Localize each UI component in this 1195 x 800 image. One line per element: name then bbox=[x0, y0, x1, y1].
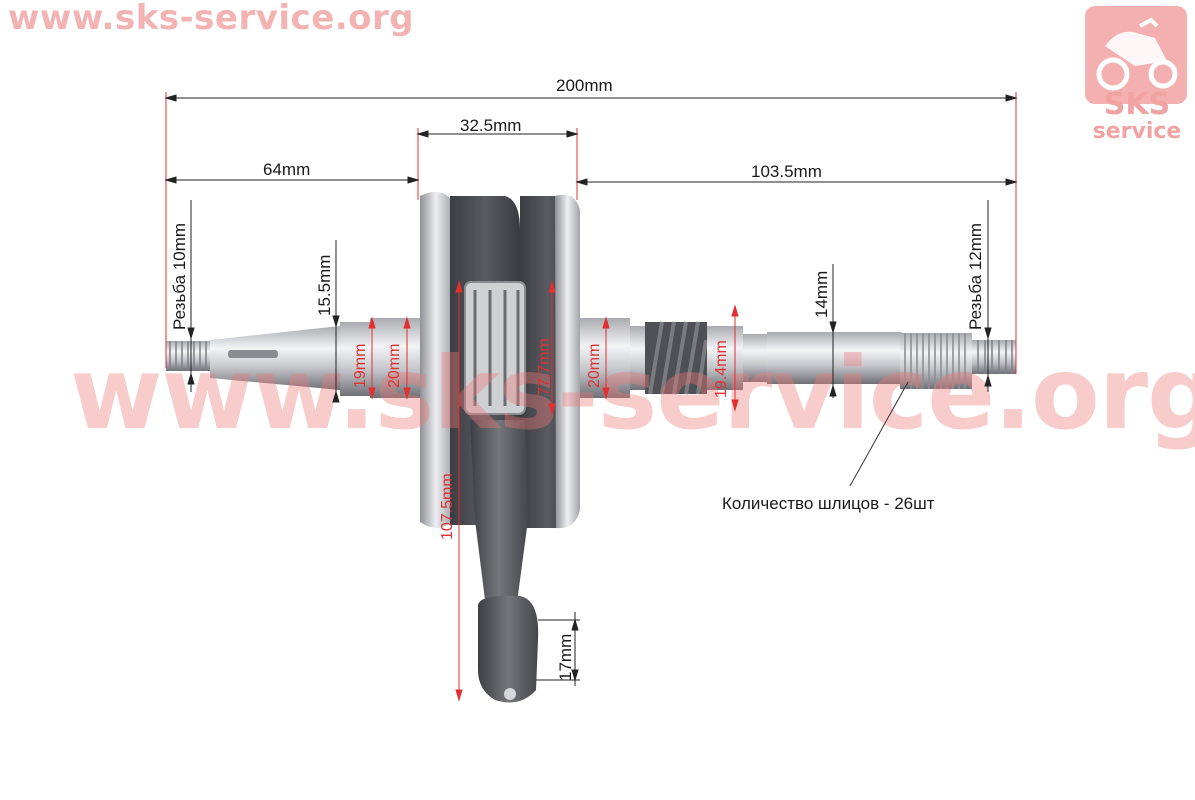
dim-total-length: 200mm bbox=[556, 76, 613, 95]
dim-flywheel-diameter: 77.7mm bbox=[536, 338, 553, 396]
flywheel-left-rim bbox=[420, 191, 452, 529]
spline-count-callout: Количество шлицов - 26шт bbox=[722, 494, 935, 513]
dim-right-thread: Резьба 12mm bbox=[966, 222, 985, 330]
right-shaft bbox=[767, 332, 902, 384]
right-journal bbox=[580, 318, 630, 398]
left-thread bbox=[166, 341, 212, 371]
spline-section bbox=[900, 333, 972, 389]
brand-logo: SKS service bbox=[1085, 6, 1187, 144]
dim-right-shaft-20: 20mm bbox=[586, 343, 603, 388]
dim-right-shaft-19-4: 19.4mm bbox=[713, 340, 730, 398]
scooter-icon bbox=[1085, 6, 1187, 104]
watermark-url-center: www.sks-service.org bbox=[70, 335, 1195, 452]
dim-left-length: 64mm bbox=[263, 160, 311, 179]
dim-small-end-width: 17mm bbox=[556, 633, 575, 681]
logo-text-sks: SKS bbox=[1103, 87, 1171, 122]
right-thread bbox=[972, 340, 1016, 374]
rod-small-end bbox=[478, 595, 539, 703]
bearing bbox=[464, 281, 526, 415]
dim-right-length: 103.5mm bbox=[751, 162, 822, 181]
dim-left-thread: Резьба 10mm bbox=[170, 222, 189, 330]
dim-crank-width: 32.5mm bbox=[460, 116, 522, 135]
logo-text-service: service bbox=[1092, 119, 1182, 144]
dim-rod-length: 107.5mm bbox=[439, 473, 456, 540]
dim-right-shaft-14: 14mm bbox=[812, 270, 831, 318]
dim-left-shaft-20: 20mm bbox=[386, 343, 403, 388]
connecting-rod bbox=[470, 420, 528, 640]
watermark-url-top: www.sks-service.org bbox=[8, 0, 415, 38]
dim-left-taper: 15.5mm bbox=[315, 254, 334, 316]
dim-left-shaft-19: 19mm bbox=[352, 343, 369, 388]
